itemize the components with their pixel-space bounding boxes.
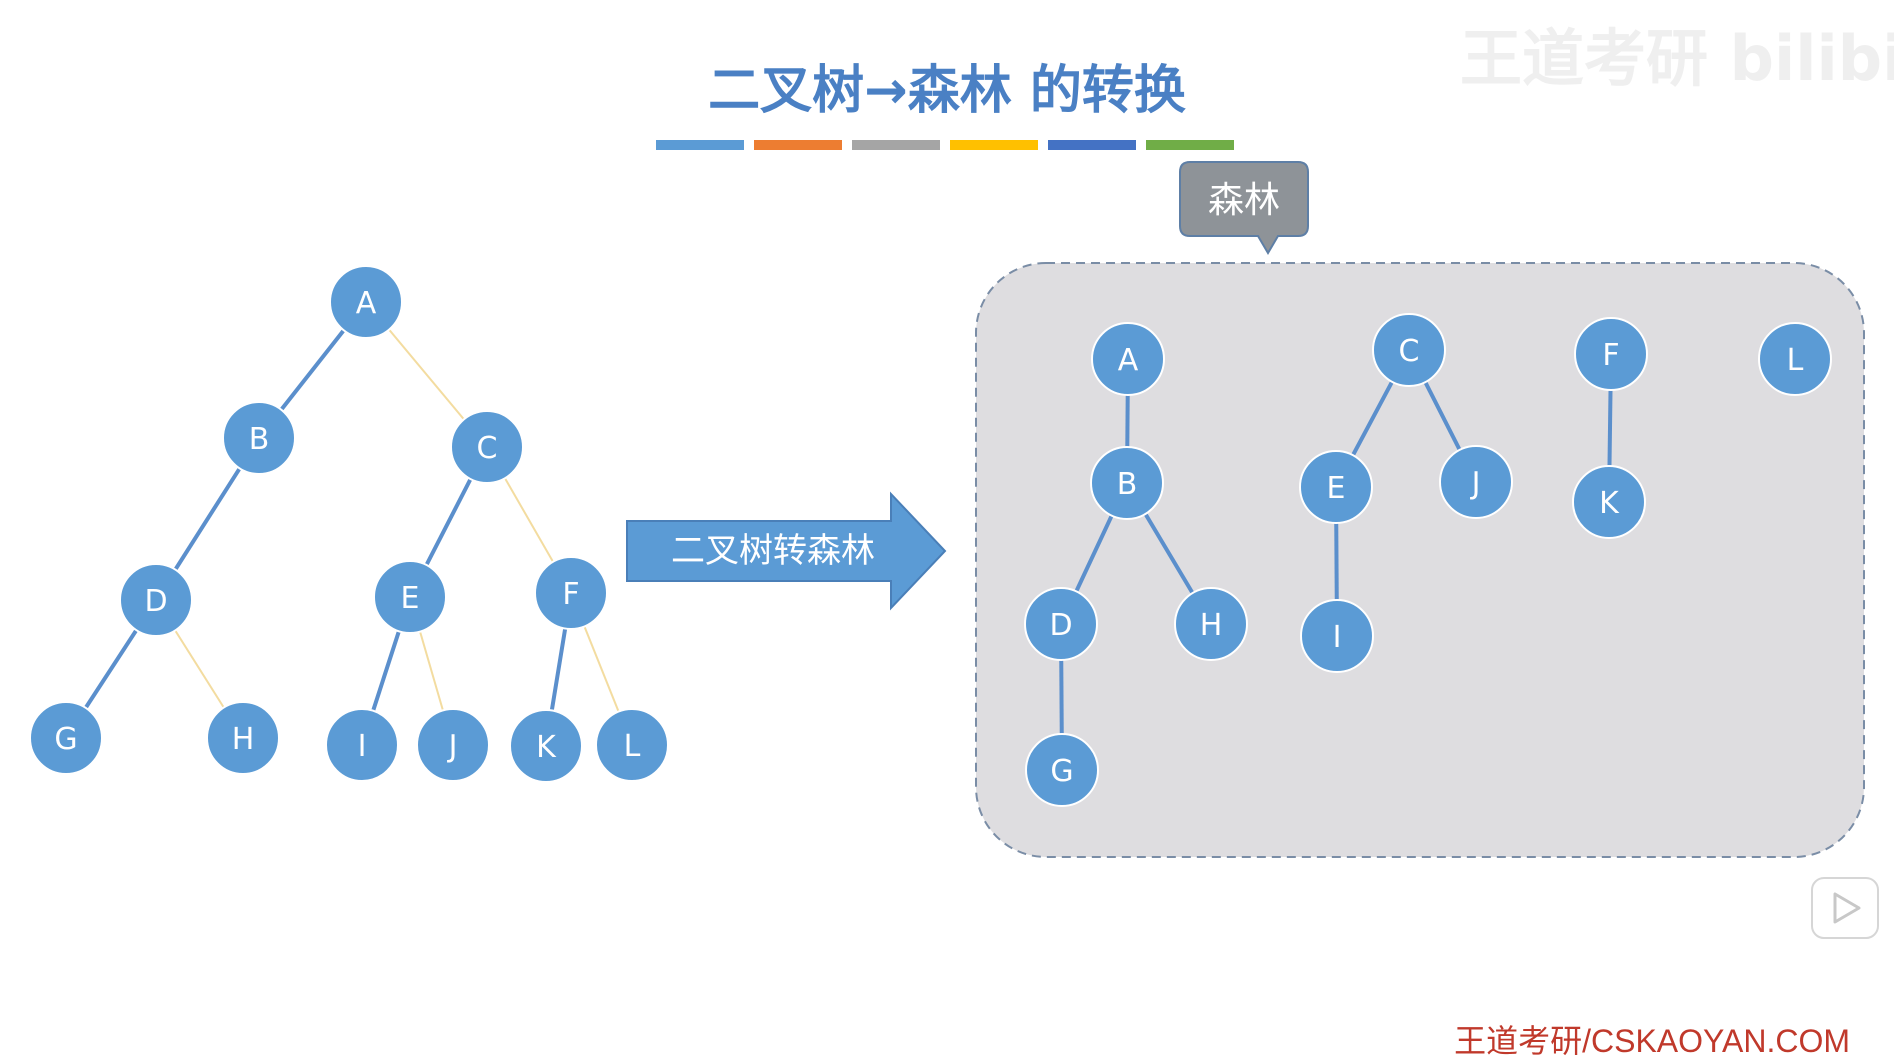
color-bar-segment <box>754 140 842 150</box>
tree-node: H <box>206 701 280 775</box>
color-bar <box>656 140 1234 150</box>
tree-node: C <box>1372 313 1446 387</box>
node-label: K <box>536 730 557 765</box>
node-label: A <box>356 286 377 321</box>
node-circle <box>1439 445 1513 519</box>
node-label: I <box>1333 620 1342 655</box>
node-circle <box>1299 450 1373 524</box>
callout-label: 森林 <box>1208 180 1280 221</box>
color-bar-segment <box>852 140 940 150</box>
forest-panel <box>975 262 1865 858</box>
node-label: E <box>1327 471 1346 506</box>
color-bar-segment <box>950 140 1038 150</box>
node-circle <box>450 410 524 484</box>
node-circle <box>1025 733 1099 807</box>
color-bar-segment <box>1146 140 1234 150</box>
watermark: 王道考研 bilibili <box>1460 22 1894 95</box>
node-circle <box>1090 446 1164 520</box>
node-label: J <box>447 729 458 764</box>
arrow-shape <box>626 491 947 611</box>
tree-node: E <box>373 560 447 634</box>
node-label: D <box>1049 608 1072 643</box>
node-label: H <box>232 722 255 757</box>
tree-node: L <box>595 708 669 782</box>
forest: A B D H G C E J I F K L <box>1024 313 1832 807</box>
color-bar-segment <box>1048 140 1136 150</box>
play-button[interactable] <box>1811 877 1879 939</box>
node-circle <box>1300 599 1374 673</box>
tree-node: E <box>1299 450 1373 524</box>
tree-node: H <box>1174 587 1248 661</box>
tree-node: A <box>1091 322 1165 396</box>
tree-node: C <box>450 410 524 484</box>
node-circle <box>595 708 669 782</box>
binary-tree-edges <box>64 300 633 747</box>
node-circle <box>1024 587 1098 661</box>
node-circle <box>206 701 280 775</box>
node-circle <box>222 401 296 475</box>
tree-node: I <box>1300 599 1374 673</box>
node-label: B <box>1117 467 1138 502</box>
node-label: D <box>144 584 167 619</box>
node-circle <box>325 708 399 782</box>
node-label: J <box>1470 466 1481 501</box>
node-label: C <box>477 431 498 466</box>
node-label: B <box>249 422 270 457</box>
node-label: F <box>1602 338 1619 373</box>
node-circle <box>534 556 608 630</box>
node-circle <box>1091 322 1165 396</box>
tree-node: D <box>119 563 193 637</box>
tree-node: G <box>29 701 103 775</box>
conversion-arrow: 二叉树转森林 <box>626 491 947 611</box>
color-bar-segment <box>656 140 744 150</box>
tree-node: G <box>1025 733 1099 807</box>
tree-node: I <box>325 708 399 782</box>
node-circle <box>329 265 403 339</box>
tree-node: F <box>1574 317 1648 391</box>
page-title: 二叉树→森林 的转换 <box>708 61 1186 121</box>
node-circle <box>1372 313 1446 387</box>
play-icon <box>1833 892 1861 924</box>
footer-brand: 王道考研/CSKAOYAN.COM <box>1454 1023 1850 1059</box>
binary-tree: A B C D E F G H I J K L <box>29 265 669 783</box>
node-label: I <box>358 729 367 764</box>
node-label: C <box>1399 334 1420 369</box>
node-label: H <box>1200 608 1223 643</box>
forest-callout: 森林 <box>1179 161 1309 255</box>
node-circle <box>1572 465 1646 539</box>
tree-node: K <box>1572 465 1646 539</box>
node-circle <box>416 708 490 782</box>
node-label: L <box>1787 343 1804 378</box>
tree-node: F <box>534 556 608 630</box>
node-label: F <box>562 577 579 612</box>
node-circle <box>1574 317 1648 391</box>
node-label: G <box>1050 754 1073 789</box>
node-circle <box>119 563 193 637</box>
tree-node: B <box>222 401 296 475</box>
arrow-label: 二叉树转森林 <box>671 531 875 571</box>
callout-shape <box>1179 161 1309 255</box>
node-circle <box>509 709 583 783</box>
node-circle <box>29 701 103 775</box>
forest-nodes: A B D H G C E J I F K L <box>1024 313 1832 807</box>
node-label: A <box>1118 343 1139 378</box>
tree-node: L <box>1758 322 1832 396</box>
node-label: K <box>1599 486 1620 521</box>
node-label: G <box>54 722 77 757</box>
tree-node: B <box>1090 446 1164 520</box>
tree-node: D <box>1024 587 1098 661</box>
node-circle <box>1758 322 1832 396</box>
node-label: E <box>401 581 420 616</box>
binary-tree-nodes: A B C D E F G H I J K L <box>29 265 669 783</box>
tree-node: J <box>416 708 490 782</box>
node-circle <box>373 560 447 634</box>
node-label: L <box>624 729 641 764</box>
node-circle <box>1174 587 1248 661</box>
tree-node: K <box>509 709 583 783</box>
tree-node: A <box>329 265 403 339</box>
tree-node: J <box>1439 445 1513 519</box>
